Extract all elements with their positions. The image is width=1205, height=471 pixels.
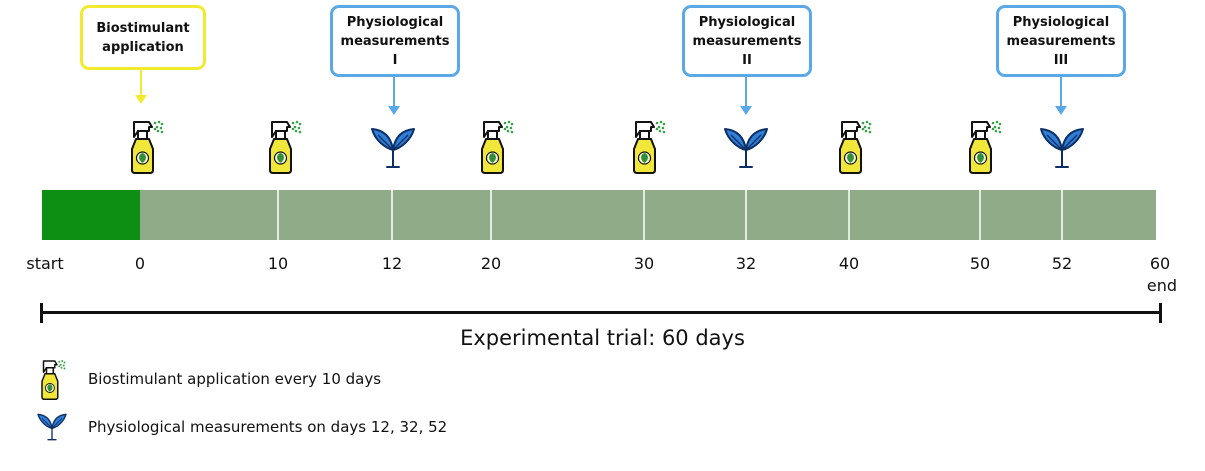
callout-line: measurements bbox=[692, 33, 802, 49]
spray-bottle-icon bbox=[626, 118, 666, 174]
callout-line: Physiological bbox=[346, 14, 444, 30]
tick-label: 50 bbox=[969, 254, 991, 273]
tick-label: 60 bbox=[1149, 254, 1171, 273]
callout-line: Physiological bbox=[1012, 14, 1110, 30]
timeline-divider bbox=[745, 190, 747, 240]
spray-bottle-icon bbox=[36, 358, 66, 400]
spray-bottle-icon bbox=[124, 118, 164, 174]
timeline-divider bbox=[848, 190, 850, 240]
tick-label: 20 bbox=[480, 254, 502, 273]
tick-label-start: start bbox=[26, 254, 64, 273]
down-arrow-icon bbox=[388, 77, 400, 115]
tick-label: 12 bbox=[381, 254, 403, 273]
timeline-divider bbox=[1061, 190, 1063, 240]
timeline-divider bbox=[979, 190, 981, 240]
tick-label-end: end bbox=[1146, 276, 1178, 295]
timeline-divider bbox=[277, 190, 279, 240]
tick-label: 0 bbox=[134, 254, 146, 273]
timeline-divider bbox=[643, 190, 645, 240]
leaf-sprout-icon bbox=[36, 412, 68, 442]
tick-label: 10 bbox=[267, 254, 289, 273]
tick-label: 40 bbox=[838, 254, 860, 273]
callout-measurements-1: Physiological measurements I bbox=[330, 5, 460, 77]
legend-text-spray: Biostimulant application every 10 days bbox=[88, 370, 382, 388]
leaf-sprout-icon bbox=[1038, 126, 1086, 170]
callout-line: I bbox=[392, 52, 398, 68]
tick-label: 32 bbox=[735, 254, 757, 273]
callout-line: Biostimulant bbox=[96, 20, 190, 36]
spray-bottle-icon bbox=[262, 118, 302, 174]
callout-biostimulant-application: Biostimulant application bbox=[80, 5, 206, 70]
spray-bottle-icon bbox=[832, 118, 872, 174]
down-arrow-icon bbox=[740, 77, 752, 115]
callout-line: II bbox=[742, 52, 752, 68]
legend-item-leaf: Physiological measurements on days 12, 3… bbox=[36, 412, 447, 442]
timeline-divider bbox=[490, 190, 492, 240]
leaf-sprout-icon bbox=[369, 126, 417, 170]
spray-bottle-icon bbox=[962, 118, 1002, 174]
spray-bottle-icon bbox=[474, 118, 514, 174]
callout-line: application bbox=[102, 39, 184, 55]
trial-duration-caption: Experimental trial: 60 days bbox=[460, 326, 745, 350]
callout-line: measurements bbox=[340, 33, 450, 49]
callout-line: Physiological bbox=[698, 14, 796, 30]
tick-label: 52 bbox=[1051, 254, 1073, 273]
timeline-start-segment bbox=[42, 190, 140, 240]
legend-item-spray: Biostimulant application every 10 days bbox=[36, 358, 381, 400]
callout-measurements-3: Physiological measurements III bbox=[996, 5, 1126, 77]
leaf-sprout-icon bbox=[722, 126, 770, 170]
timeline-bar bbox=[42, 190, 1156, 240]
timeline-divider bbox=[391, 190, 393, 240]
down-arrow-icon bbox=[1055, 77, 1067, 115]
callout-line: measurements bbox=[1006, 33, 1116, 49]
legend-text-leaf: Physiological measurements on days 12, 3… bbox=[88, 418, 448, 436]
callout-line: III bbox=[1053, 52, 1069, 68]
duration-scale-line bbox=[40, 303, 1162, 323]
callout-measurements-2: Physiological measurements II bbox=[682, 5, 812, 77]
down-arrow-icon bbox=[135, 70, 147, 104]
tick-label: 30 bbox=[633, 254, 655, 273]
